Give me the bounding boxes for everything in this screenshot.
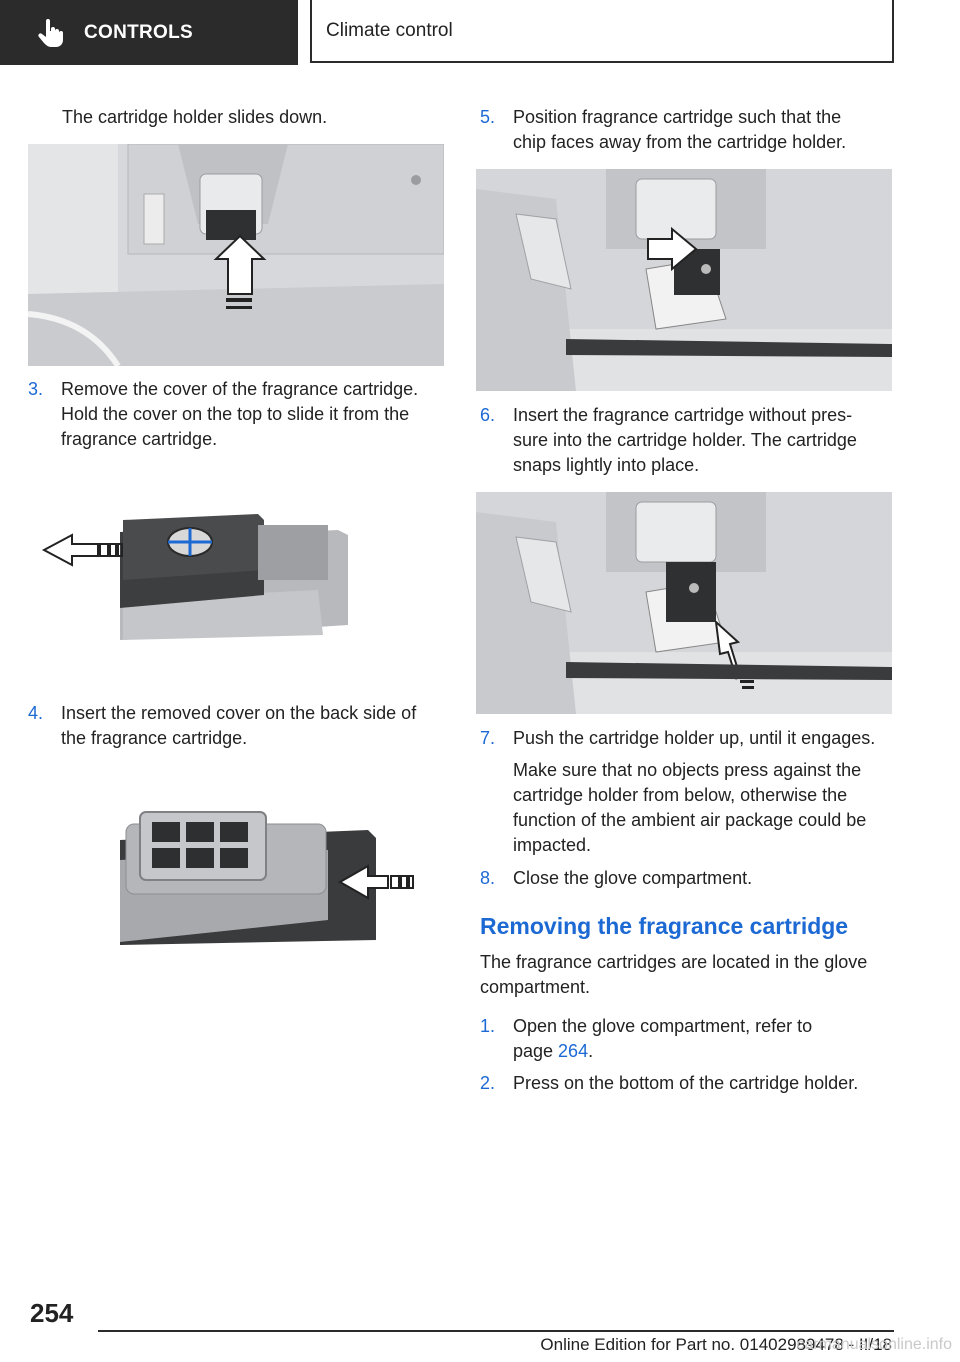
step-text-line: fragrance cartridge. <box>61 429 218 449</box>
figure-holder-slides-down <box>28 144 444 366</box>
hand-pointer-icon <box>38 18 63 47</box>
step-7: 7. Push the cartridge holder up, until i… <box>480 726 900 756</box>
note-line: cartridge holder from below, otherwise t… <box>513 785 848 805</box>
step-8: 8. Close the glove compartment. <box>480 866 900 896</box>
step-number: 7. <box>480 728 496 748</box>
intro-text: The cartridge holder slides down. <box>62 107 328 127</box>
chapter-tab[interactable]: CONTROLS <box>0 0 298 65</box>
footer-divider <box>98 1330 894 1332</box>
page-link[interactable]: 264 <box>558 1041 589 1061</box>
section-intro-line: compartment. <box>480 977 591 997</box>
step-text-prefix: page <box>513 1041 559 1061</box>
note-text: Make sure that no objects press against … <box>513 758 913 858</box>
step-text-line: sure into the cartridge holder. The cart… <box>513 430 857 450</box>
figure-insert-cartridge <box>476 492 892 714</box>
step-number: 3. <box>28 379 44 399</box>
step-5: 5. Position fragrance cartridge such tha… <box>480 105 900 160</box>
step-number: 6. <box>480 405 496 425</box>
step-text-line: Hold the cover on the top to slide it fr… <box>61 404 410 424</box>
step-number: 8. <box>480 868 496 888</box>
step-text-line: Press on the bottom of the cartridge hol… <box>513 1073 859 1093</box>
section-intro: The fragrance cartridges are located in … <box>480 950 900 1000</box>
note-line: impacted. <box>513 835 592 855</box>
step-text-line: Position fragrance cartridge such that t… <box>513 107 842 127</box>
step-text-line: chip faces away from the cartridge holde… <box>513 132 847 152</box>
page-number: 254 <box>30 1298 74 1328</box>
chapter-label: CONTROLS <box>84 21 194 43</box>
watermark: carmanualsonline.info <box>796 1336 952 1353</box>
step-text-line: Insert the removed cover on the back sid… <box>61 703 417 723</box>
step-number: 4. <box>28 703 44 723</box>
note-line: function of the ambient air package coul… <box>513 810 867 830</box>
step-number: 1. <box>480 1016 496 1036</box>
step-3: 3. Remove the cover of the fragrance car… <box>28 377 448 457</box>
figure-position-cartridge <box>476 169 892 391</box>
step-text-line: snaps lightly into place. <box>513 455 700 475</box>
step-text-line: Push the cartridge holder up, until it e… <box>513 728 876 748</box>
removal-step-2: 2. Press on the bottom of the cartridge … <box>480 1071 900 1101</box>
edition-text: Online Edition for Part no. 01402989478 … <box>540 1335 892 1354</box>
step-text-line: Open the glove compartment, refer to <box>513 1016 813 1036</box>
step-4: 4. Insert the removed cover on the back … <box>28 701 448 756</box>
note-line: Make sure that no objects press against … <box>513 760 862 780</box>
section-title: Removing the fragrance cartridge <box>480 913 849 939</box>
step-text-line: Close the glove compartment. <box>513 868 753 888</box>
step-text-suffix: . <box>588 1041 594 1061</box>
section-intro-line: The fragrance cartridges are located in … <box>480 952 868 972</box>
step-text-line: the fragrance cartridge. <box>61 728 248 748</box>
step-6: 6. Insert the fragrance cartridge withou… <box>480 403 900 483</box>
section-label: Climate control <box>326 19 453 41</box>
step-number: 2. <box>480 1073 496 1093</box>
removal-step-1: 1. Open the glove compartment, refer to … <box>480 1014 900 1069</box>
section-header: Climate control <box>310 0 894 63</box>
figure-remove-cover <box>28 480 444 680</box>
step-text-line: Insert the fragrance cartridge without p… <box>513 405 853 425</box>
figure-insert-cover-back <box>28 790 444 960</box>
step-text-line: Remove the cover of the fragrance cartri… <box>61 379 419 399</box>
step-number: 5. <box>480 107 496 127</box>
